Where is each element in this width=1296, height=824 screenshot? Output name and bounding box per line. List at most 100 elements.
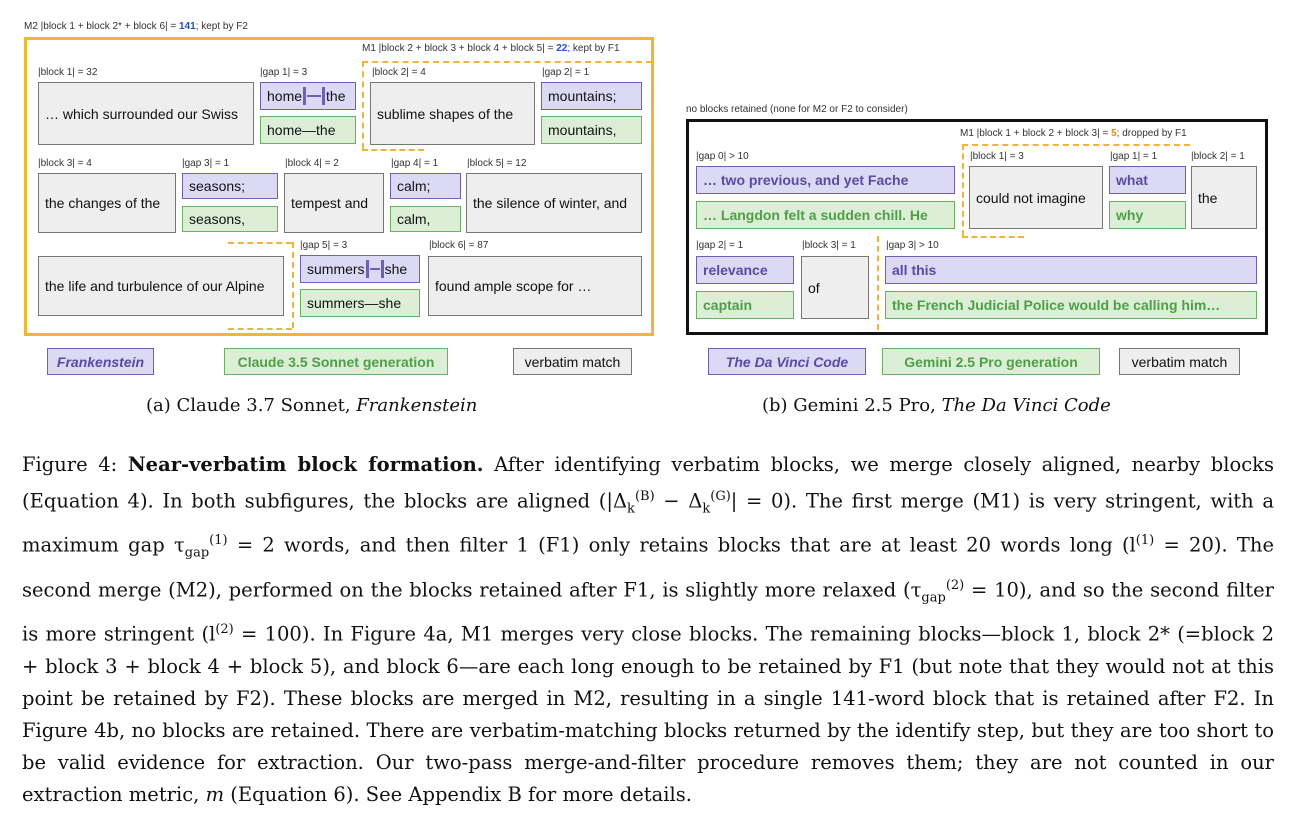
subcaption-b-text: (b) Gemini 2.5 Pro, xyxy=(762,395,942,416)
caption-sub-k: k xyxy=(627,501,635,517)
legend-verbatim: verbatim match xyxy=(513,348,632,375)
right-m1-label-text: M1 |block 1 + block 2 + block 3| = xyxy=(960,128,1112,139)
gap-1-gen-text: home—the xyxy=(267,122,336,138)
r-block-1-text: could not imagine xyxy=(976,189,1086,206)
m1-value: 22 xyxy=(556,43,568,54)
r-gap-1-book-text: what xyxy=(1116,172,1148,188)
r-block-3: of xyxy=(801,256,869,319)
caption-sub-k-2: k xyxy=(702,501,711,517)
r-legend-generation-text: Gemini 2.5 Pro generation xyxy=(904,353,1078,370)
m1-label: M1 |block 2 + block 3 + block 4 + block … xyxy=(362,43,620,54)
block-5-continued: the life and turbulence of our Alpine xyxy=(38,256,284,316)
r-gap-3-book: all this xyxy=(885,256,1257,284)
right-m1-label: M1 |block 1 + block 2 + block 3| = 5; dr… xyxy=(960,128,1187,139)
caption-sup-b: (B) xyxy=(634,489,655,504)
gap-1-book-text-a: home xyxy=(267,88,303,104)
block-4: tempest and xyxy=(284,173,384,233)
r-gap-1-gen: why xyxy=(1109,201,1186,229)
dash-mark xyxy=(307,95,322,97)
label-r-block-1: |block 1| = 3 xyxy=(970,151,1024,162)
gap-3-book-text: seasons; xyxy=(189,178,246,194)
caption-text-5: = 100). In Figure 4a, M1 merges very clo… xyxy=(22,622,1274,806)
label-gap-2: |gap 2| = 1 xyxy=(542,67,590,78)
subcaption-a-text: (a) Claude 3.7 Sonnet, xyxy=(146,395,357,416)
subcaption-b: (b) Gemini 2.5 Pro, The Da Vinci Code xyxy=(762,395,1111,416)
caption-text-1b: − Δ xyxy=(654,489,703,513)
label-r-gap-0: |gap 0| > 10 xyxy=(696,151,749,162)
legend-generation-text: Claude 3.5 Sonnet generation xyxy=(237,353,435,370)
r-block-3-text: of xyxy=(808,279,820,296)
label-block-1: |block 1| = 32 xyxy=(38,67,98,78)
r-block-1: could not imagine xyxy=(969,166,1103,229)
legend-verbatim-text: verbatim match xyxy=(524,353,621,370)
subcaption-a: (a) Claude 3.7 Sonnet, Frankenstein xyxy=(146,395,477,416)
m2-value: 141 xyxy=(179,21,196,32)
gap-1-gen: home—the xyxy=(260,116,356,144)
r-block-2: the xyxy=(1191,166,1257,229)
gap-2-book: mountains; xyxy=(541,82,642,110)
caption-sup-g: (G) xyxy=(710,489,731,504)
label-block-3: |block 3| = 4 xyxy=(38,158,92,169)
gap-2-gen: mountains, xyxy=(541,116,642,144)
right-m1-outline-right-2 xyxy=(877,236,879,330)
right-m1-outline-step xyxy=(962,236,1024,238)
caption-figure-number: Figure 4: xyxy=(22,453,118,476)
block-2-text: sublime shapes of the xyxy=(377,105,514,122)
caption-sub-gap-2: gap xyxy=(921,590,946,606)
gap-4-gen-text: calm, xyxy=(397,211,431,227)
legend-book: Frankenstein xyxy=(47,348,154,375)
caption-text-6: (Equation 6). See Appendix B for more de… xyxy=(224,782,692,806)
gap-5-book-text-b: she xyxy=(384,261,408,277)
r-gap-2-gen-text: captain xyxy=(703,297,753,313)
label-block-6: |block 6| = 87 xyxy=(429,240,489,251)
right-frame xyxy=(686,119,1268,335)
m2-label-text: M2 |block 1 + block 2* + block 6| = xyxy=(24,21,179,32)
cursor-mark xyxy=(365,260,369,278)
r-gap-3-gen: the French Judicial Police would be call… xyxy=(885,291,1257,319)
block-5-text: the silence of winter, and xyxy=(473,195,628,211)
gap-5-gen: summers—she xyxy=(300,289,420,317)
caption-sup-2b: (2) xyxy=(215,622,234,638)
block-2: sublime shapes of the xyxy=(370,82,535,145)
m1-outline-step xyxy=(362,149,424,151)
caption-sub-gap: gap xyxy=(184,545,210,561)
label-r-block-2: |block 2| = 1 xyxy=(1191,151,1245,162)
block-5-continued-text: the life and turbulence of our Alpine xyxy=(45,278,265,294)
figure-caption: Figure 4: Near-verbatim block formation.… xyxy=(22,449,1274,811)
m2-label: M2 |block 1 + block 2* + block 6| = 141;… xyxy=(24,21,248,32)
r-legend-book-text: The Da Vinci Code xyxy=(725,353,849,370)
caption-metric-m: m xyxy=(205,782,225,806)
r-block-2-text: the xyxy=(1198,189,1218,206)
r-gap-0-book-text: … two previous, and yet Fache xyxy=(703,172,909,188)
caption-text-1c: | = 0). The first merge (M1) is very str… xyxy=(22,489,1274,557)
label-block-5: |block 5| = 12 xyxy=(467,158,527,169)
r-gap-0-book: … two previous, and yet Fache xyxy=(696,166,955,194)
legend-book-text: Frankenstein xyxy=(56,353,145,370)
m1-outline-step-2 xyxy=(228,242,292,244)
no-blocks-note: no blocks retained (none for M2 or F2 to… xyxy=(686,104,908,115)
caption-sup-1: (1) xyxy=(209,533,228,549)
label-gap-5: |gap 5| = 3 xyxy=(300,240,348,251)
r-gap-1-gen-text: why xyxy=(1116,207,1144,223)
m2-label-suffix: ; kept by F2 xyxy=(195,21,248,32)
block-6-text: found ample scope for … xyxy=(435,278,592,294)
r-gap-3-gen-text: the French Judicial Police would be call… xyxy=(892,297,1221,313)
right-m1-value: 5 xyxy=(1111,128,1117,139)
block-5: the silence of winter, and xyxy=(466,173,642,233)
gap-4-book-text: calm; xyxy=(397,178,431,194)
legend-generation: Claude 3.5 Sonnet generation xyxy=(224,348,448,375)
gap-5-book: summers she xyxy=(300,255,420,283)
right-m1-outline-top xyxy=(962,144,1190,146)
gap-4-book: calm; xyxy=(390,173,461,199)
gap-5-book-text-a: summers xyxy=(307,261,365,277)
cursor-mark xyxy=(380,260,384,278)
label-gap-1: |gap 1| = 3 xyxy=(260,67,308,78)
right-m1-label-suffix: ; dropped by F1 xyxy=(1116,128,1187,139)
dash-mark xyxy=(369,268,380,270)
r-legend-generation: Gemini 2.5 Pro generation xyxy=(882,348,1100,375)
label-gap-4: |gap 4| = 1 xyxy=(391,158,439,169)
r-legend-book: The Da Vinci Code xyxy=(708,348,866,375)
r-gap-0-gen: … Langdon felt a sudden chill. He xyxy=(696,201,955,229)
label-block-2: |block 2| = 4 xyxy=(372,67,426,78)
